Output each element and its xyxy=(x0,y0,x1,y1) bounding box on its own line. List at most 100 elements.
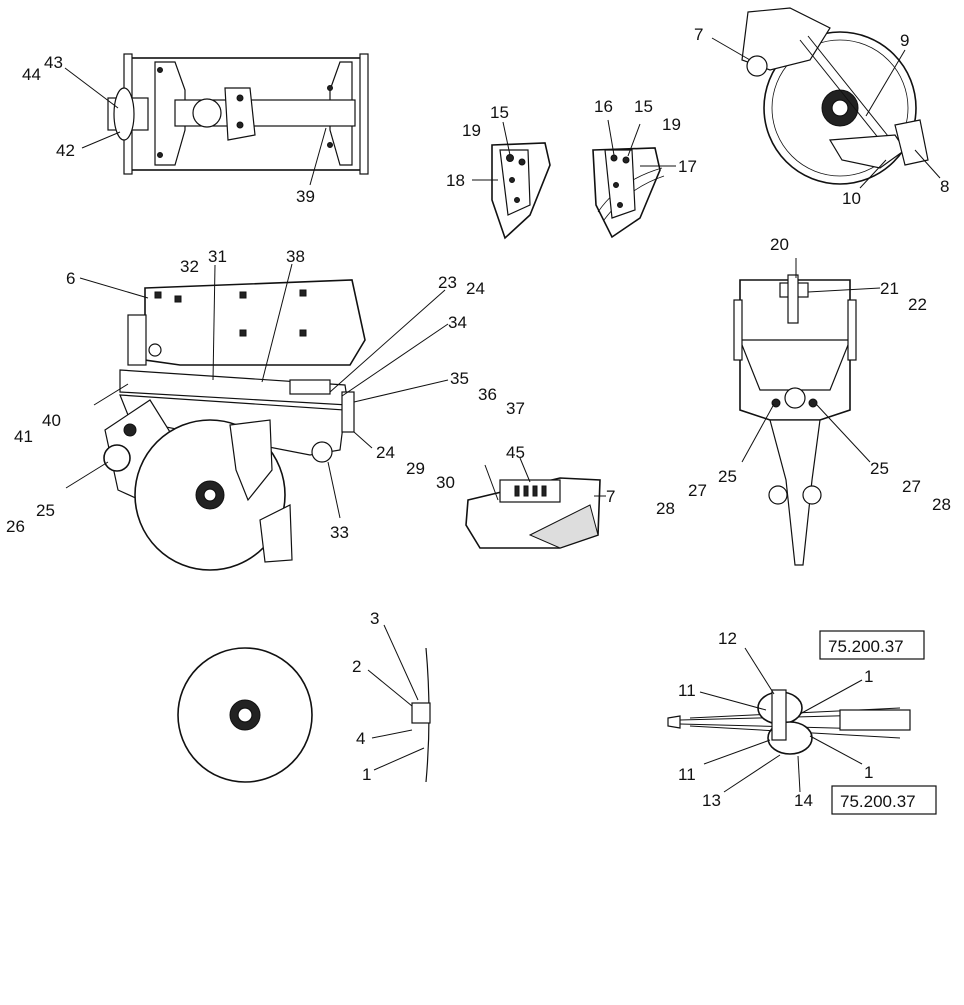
callout-41: 41 xyxy=(14,427,33,446)
callout-2: 2 xyxy=(352,657,361,676)
callout-27: 27 xyxy=(902,477,921,496)
callout-31: 31 xyxy=(208,247,227,266)
callout-19: 19 xyxy=(662,115,681,134)
frame-right-edge xyxy=(359,53,369,175)
hub-disc xyxy=(113,87,135,141)
callout-23: 23 xyxy=(438,273,457,292)
view-row-unit-side: 6 32 31 38 23 24 34 35 36 37 24 29 30 40… xyxy=(6,247,525,571)
callout-42: 42 xyxy=(56,141,75,160)
callout-1: 1 xyxy=(864,763,873,782)
center-bracket xyxy=(224,87,256,141)
frame-side-plate xyxy=(144,279,366,366)
callout-15: 15 xyxy=(634,97,653,116)
callout-1: 1 xyxy=(362,765,371,784)
callout-40: 40 xyxy=(42,411,61,430)
hopper-rod xyxy=(484,464,499,501)
view-row-unit-front: 20 21 22 25 27 28 25 27 28 xyxy=(656,235,951,566)
callout-43: 43 xyxy=(44,53,63,72)
callout-45: 45 xyxy=(506,443,525,462)
callout-37: 37 xyxy=(506,399,525,418)
frame-cross xyxy=(739,339,851,391)
callout-17: 17 xyxy=(678,157,697,176)
callout-4: 4 xyxy=(356,729,365,748)
callout-24: 24 xyxy=(466,279,485,298)
view-scraper-right: 16 15 19 17 xyxy=(592,97,697,239)
edge-hub xyxy=(411,702,431,724)
frame-flange xyxy=(127,314,147,366)
view-opener-top: 12 1 11 11 1 13 14 xyxy=(667,629,911,810)
callout-32: 32 xyxy=(180,257,199,276)
view-disc-face: 3 2 4 1 xyxy=(177,609,431,784)
callout-11: 11 xyxy=(678,765,696,784)
callout-9: 9 xyxy=(900,31,909,50)
callout-26: 26 xyxy=(6,517,25,536)
callout-22: 22 xyxy=(908,295,927,314)
hopper-shade xyxy=(528,504,599,549)
callout-12: 12 xyxy=(718,629,737,648)
reference-link-top[interactable]: 75.200.37 xyxy=(819,630,925,660)
pivot-bolt xyxy=(746,55,768,77)
callout-28: 28 xyxy=(932,495,951,514)
top-bolt xyxy=(787,274,799,324)
callout-10: 10 xyxy=(842,189,861,208)
callout-16: 16 xyxy=(594,97,613,116)
callout-29: 29 xyxy=(406,459,425,478)
callout-15: 15 xyxy=(490,103,509,122)
spindle xyxy=(771,689,787,741)
closing-bracket xyxy=(229,419,273,502)
callout-30: 30 xyxy=(436,473,455,492)
view-scraper-left: 15 19 18 xyxy=(446,103,551,240)
reference-label[interactable]: 75.200.37 xyxy=(828,637,904,656)
callout-24: 24 xyxy=(376,443,395,462)
callout-20: 20 xyxy=(770,235,789,254)
callout-8: 8 xyxy=(940,177,949,196)
rear-arm xyxy=(839,709,911,731)
callout-44: 44 xyxy=(22,65,41,84)
spring-adjuster xyxy=(289,379,331,395)
frame-left-bracket xyxy=(154,61,186,166)
callout-1: 1 xyxy=(864,667,873,686)
rear-pivot xyxy=(311,441,333,463)
callout-34: 34 xyxy=(448,313,467,332)
callout-28: 28 xyxy=(656,499,675,518)
callout-25: 25 xyxy=(718,467,737,486)
view-seed-hopper: 45 7 xyxy=(465,443,615,549)
meter-housing xyxy=(499,479,561,503)
front-tab xyxy=(667,715,681,729)
scraper-plate xyxy=(604,149,636,219)
boot-tip xyxy=(828,134,906,169)
scraper-plate xyxy=(499,149,531,216)
callout-35: 35 xyxy=(450,369,469,388)
seed-tube-end xyxy=(894,119,929,166)
rear-clevis xyxy=(341,391,355,433)
callout-14: 14 xyxy=(794,791,813,810)
axle-bearing xyxy=(192,98,222,128)
opener-column xyxy=(769,419,821,566)
gauge-wheel-pivot xyxy=(103,444,131,472)
callout-27: 27 xyxy=(688,481,707,500)
callout-7: 7 xyxy=(606,487,615,506)
callout-25: 25 xyxy=(36,501,55,520)
callout-6: 6 xyxy=(66,269,75,288)
boot xyxy=(259,504,293,563)
callout-7: 7 xyxy=(694,25,703,44)
callout-25: 25 xyxy=(870,459,889,478)
reference-label[interactable]: 75.200.37 xyxy=(840,792,916,811)
callout-39: 39 xyxy=(296,187,315,206)
callout-19: 19 xyxy=(462,121,481,140)
view-frame-top: 44 43 42 39 xyxy=(22,53,369,206)
callout-33: 33 xyxy=(330,523,349,542)
callout-13: 13 xyxy=(702,791,721,810)
view-disc-assembly: 7 9 8 10 xyxy=(694,7,949,208)
callout-18: 18 xyxy=(446,171,465,190)
callout-38: 38 xyxy=(286,247,305,266)
callout-3: 3 xyxy=(370,609,379,628)
reference-link-bottom[interactable]: 75.200.37 xyxy=(831,785,937,815)
callout-11: 11 xyxy=(678,681,696,700)
callout-21: 21 xyxy=(880,279,899,298)
center-pivot xyxy=(784,387,806,409)
mount-bracket xyxy=(741,7,831,71)
callout-36: 36 xyxy=(478,385,497,404)
